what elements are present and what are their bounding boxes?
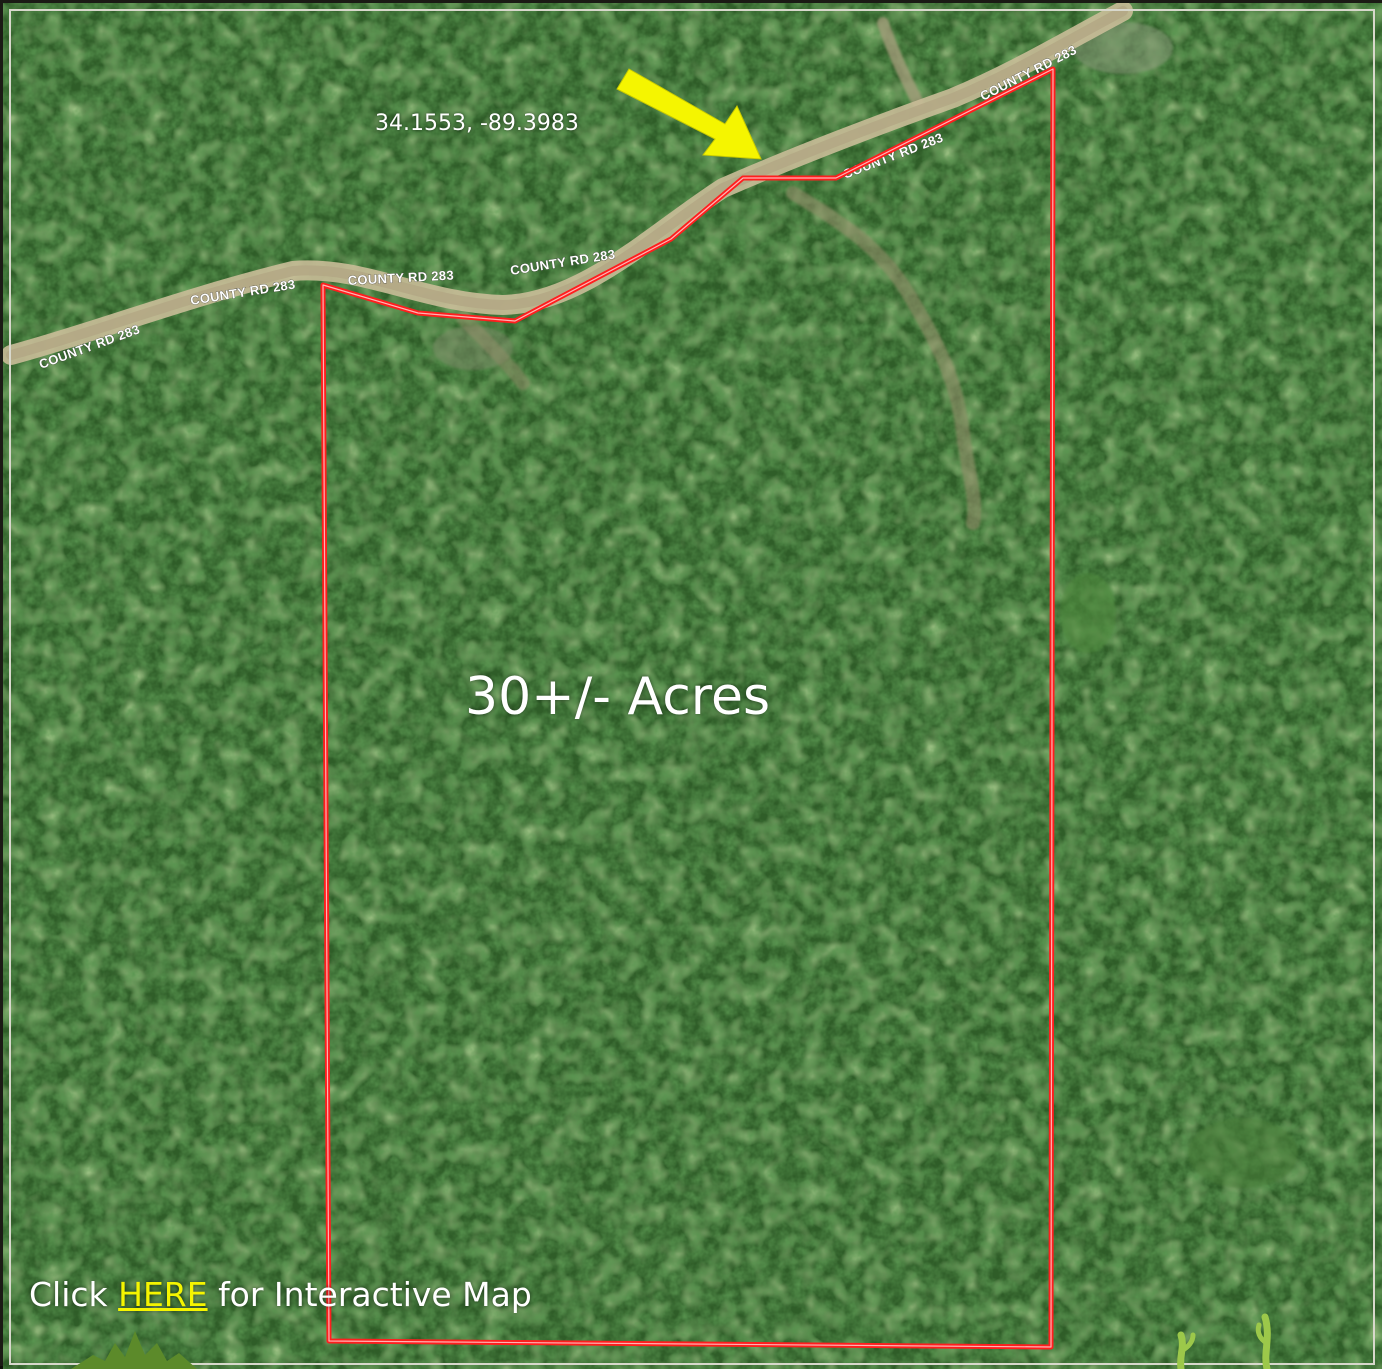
brand-logo-icon	[71, 1331, 197, 1369]
interactive-map-cta: Click HERE for Interactive Map	[29, 1275, 532, 1314]
cta-suffix: for Interactive Map	[207, 1275, 532, 1314]
clearings	[433, 22, 1298, 1188]
dirt-trails	[456, 17, 982, 530]
satellite-map[interactable]: COUNTY RD 283 COUNTY RD 283 COUNTY RD 28…	[3, 3, 1382, 1369]
acreage-label: 30+/- Acres	[465, 667, 771, 727]
road-label-3: COUNTY RD 283	[347, 267, 454, 288]
interactive-map-link[interactable]: HERE	[118, 1275, 208, 1314]
coordinates-label: 34.1553, -89.3983	[375, 111, 579, 136]
brand-mark-icon	[1177, 1313, 1271, 1369]
forest-texture-dark	[3, 3, 1382, 1369]
property-boundary-inner	[322, 68, 1054, 1348]
location-arrow-icon	[616, 68, 762, 160]
county-road	[3, 3, 1133, 365]
cta-prefix: Click	[29, 1275, 119, 1314]
